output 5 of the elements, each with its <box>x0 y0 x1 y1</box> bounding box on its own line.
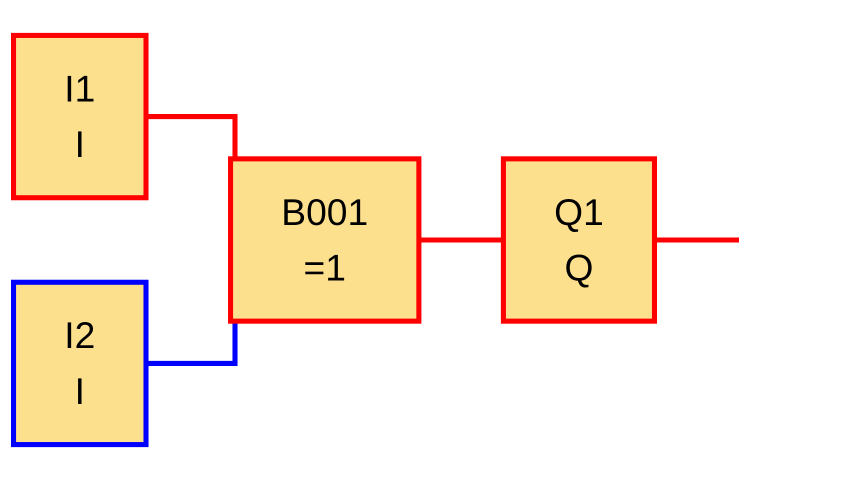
connector <box>654 237 742 243</box>
node-box: I1 I <box>11 32 149 200</box>
node-box: I2 I <box>11 280 149 448</box>
node-box: Q1 Q <box>500 156 658 324</box>
node-box: B001 =1 <box>228 156 422 324</box>
